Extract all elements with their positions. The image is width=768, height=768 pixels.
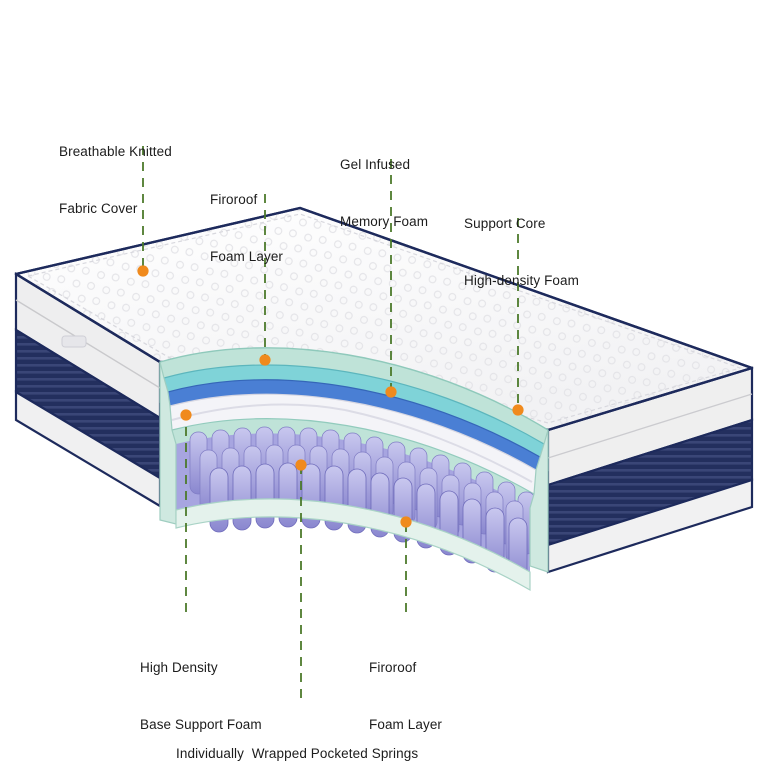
layer-base-support-foam (175, 498, 531, 592)
callout-line: Breathable Knitted (59, 144, 172, 159)
callout-line: Foam Layer (210, 249, 284, 264)
mattress-left-side-panel (14, 272, 162, 508)
callout-label-firoroof-foam-layer-top: Firoroof Foam Layer (210, 152, 283, 304)
cutaway-right-edge (529, 429, 549, 573)
callout-line: High Density (140, 660, 218, 675)
callout-line: Fabric Cover (59, 201, 138, 216)
callout-label-breathable-knitted-fabric-cover: Breathable Knitted Fabric Cover (59, 104, 172, 256)
callout-line: High-density Foam (464, 273, 579, 288)
callout-line: Firoroof (369, 660, 417, 675)
callout-line: Firoroof (210, 192, 258, 207)
callout-line: Foam Layer (369, 717, 443, 732)
leader-firoroof-foam-layer-bottom (400, 516, 412, 612)
leader-breathable-knitted-fabric-cover (137, 146, 149, 277)
leader-high-density-base-support-foam (180, 409, 192, 612)
cutaway-left-edge (159, 361, 177, 525)
callout-label-firoroof-foam-layer-bottom: Firoroof Foam Layer (369, 620, 442, 768)
leader-support-core-high-density-foam (512, 218, 524, 416)
callout-label-individually-wrapped-pocketed-springs: Individually Wrapped Pocketed Springs (176, 706, 418, 768)
layer-white-foam-waves (171, 403, 533, 483)
callout-line: Gel Infused (340, 157, 411, 172)
callout-line: Base Support Foam (140, 717, 262, 732)
leader-individually-wrapped-pocketed-springs (295, 459, 307, 698)
leader-gel-infused-memory-foam (385, 159, 397, 398)
callout-line: Memory Foam (340, 214, 429, 229)
leader-firoroof-foam-layer-top (259, 194, 271, 366)
callout-label-support-core-high-density-foam: Support Core High-density Foam (464, 176, 579, 328)
mattress-body (14, 206, 754, 592)
callout-leaders (137, 146, 524, 698)
cutaway-layer-stack (159, 347, 549, 592)
callout-label-gel-infused-memory-foam: Gel Infused Memory Foam (340, 117, 428, 269)
callout-label-high-density-base-support-foam: High Density Base Support Foam (140, 620, 262, 768)
callout-line: Support Core (464, 216, 546, 231)
callout-line: Individually Wrapped Pocketed Springs (176, 746, 419, 761)
